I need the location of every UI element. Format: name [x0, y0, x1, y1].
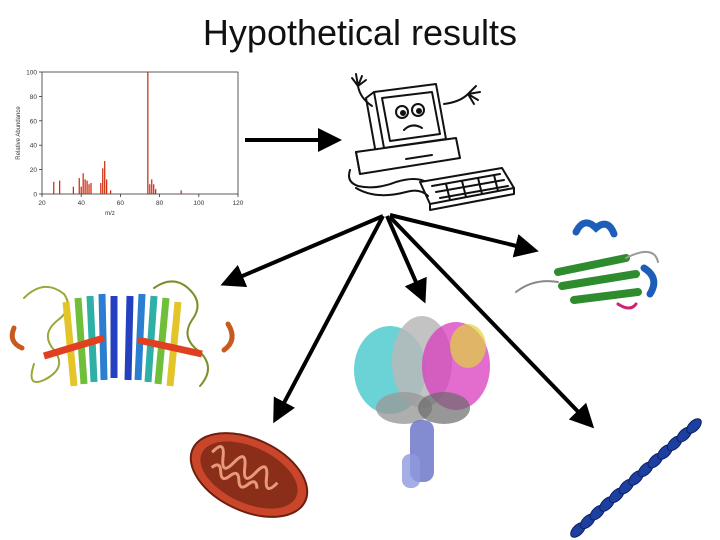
x-tick-label: 40	[78, 200, 86, 207]
slide-title: Hypothetical results	[202, 12, 518, 53]
x-tick-label: 80	[156, 200, 164, 207]
arrow-to-mitochondrion	[273, 215, 385, 424]
computer-cartoon	[348, 73, 515, 211]
mitochondrion-illustration	[189, 432, 309, 518]
x-tick-label: 20	[38, 200, 46, 207]
x-axis-label: m/z	[105, 211, 115, 217]
y-tick-label: 100	[26, 70, 37, 77]
x-tick-label: 120	[233, 200, 244, 207]
y-tick-label: 40	[30, 143, 38, 150]
x-tick-label: 100	[193, 200, 204, 207]
y-axis-label: Relative Abundance	[16, 106, 22, 160]
small-protein-structure	[515, 219, 659, 310]
protein-dimer-structure	[9, 280, 235, 387]
arrow-to-small-protein	[389, 213, 539, 258]
y-tick-label: 0	[33, 192, 37, 199]
helix-turns	[570, 418, 702, 538]
plot-frame	[41, 71, 239, 195]
y-tick-label: 60	[30, 118, 38, 125]
beta-strands-left	[42, 293, 118, 387]
y-tick-label: 80	[30, 94, 38, 101]
alpha-helix-structure	[570, 418, 702, 538]
arrow-to-helix	[388, 215, 595, 429]
arrow-to-protein-dimer	[220, 214, 384, 287]
y-tick-label: 20	[30, 167, 38, 174]
helix-turn	[686, 418, 702, 434]
protein-complex-structure	[354, 316, 490, 488]
beta-strands-right	[124, 293, 203, 387]
x-tick-label: 60	[117, 200, 125, 207]
arrow-to-complex	[385, 215, 427, 304]
